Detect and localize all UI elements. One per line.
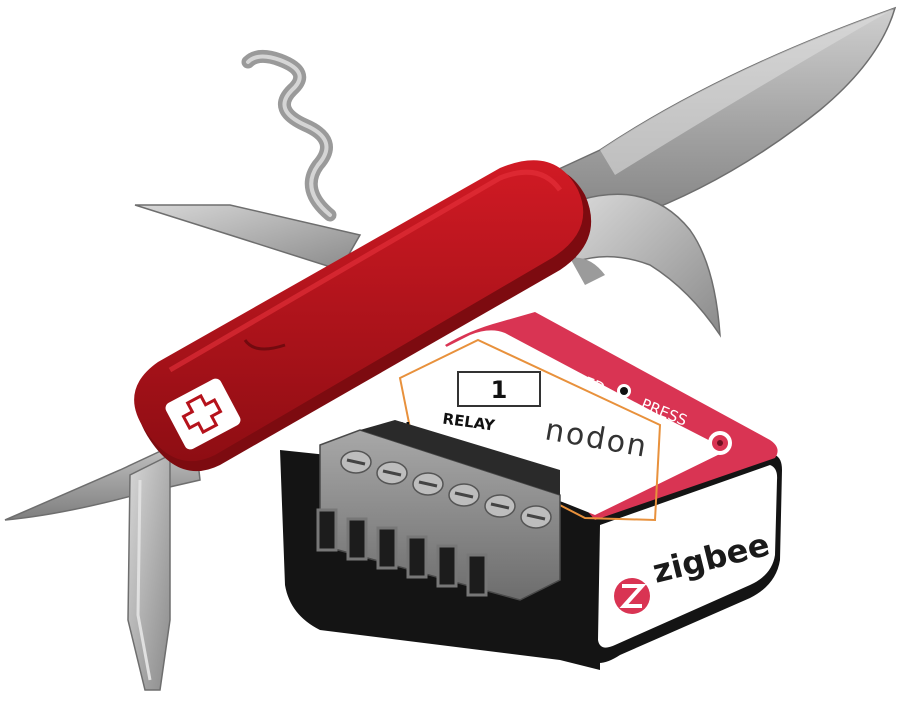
terminal-opening [436, 544, 458, 588]
terminal-screws [340, 450, 552, 529]
terminal-opening [376, 526, 398, 570]
can-opener [570, 193, 721, 338]
corkscrew [241, 50, 337, 222]
terminal-screw [412, 472, 444, 496]
large-blade [534, 6, 897, 241]
terminal-opening [346, 517, 368, 561]
bottom-left-blade [4, 433, 201, 521]
terminal-screw [340, 450, 372, 474]
knife-handle [134, 160, 592, 472]
relay-number: 1 [491, 376, 508, 404]
small-left-blade [134, 204, 362, 271]
terminal-screw [520, 505, 552, 529]
terminal-screw [376, 461, 408, 485]
terminal-opening [406, 535, 428, 579]
relay-module: 1 RELAY LED PRESS nodon N L [280, 312, 782, 670]
swiss-cross-icon [165, 378, 241, 450]
terminal-opening [466, 553, 488, 597]
terminal-screw [484, 494, 516, 518]
terminal-screw [448, 483, 480, 507]
zigbee-logo-icon [614, 578, 650, 614]
terminal-block [316, 420, 561, 601]
terminal-openings [316, 508, 488, 597]
screwdriver-blade [127, 453, 171, 691]
relay-number-box [457, 371, 541, 407]
terminal-opening [316, 508, 338, 552]
